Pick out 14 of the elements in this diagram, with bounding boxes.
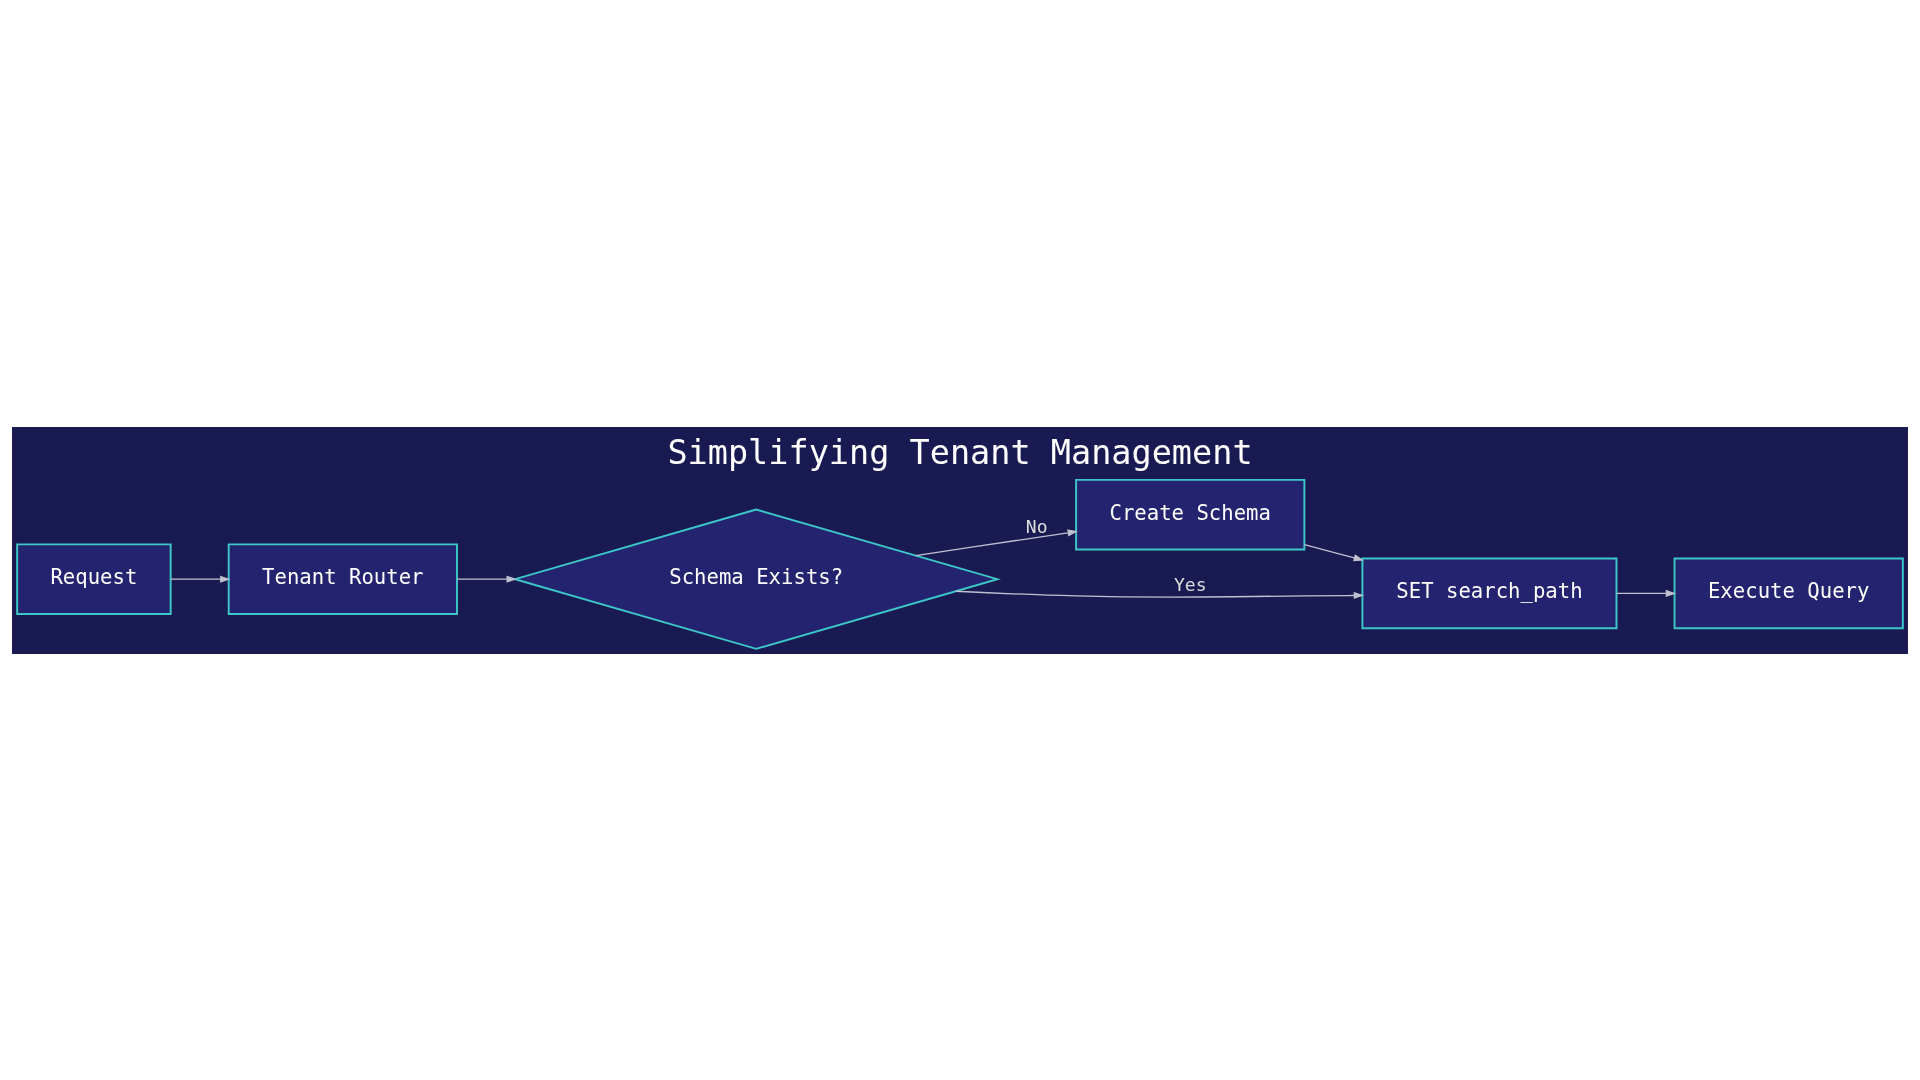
- arrow: [170, 575, 231, 583]
- node-box: SET search_path: [1361, 557, 1618, 629]
- arrow: [915, 528, 1078, 556]
- edge-label: Yes: [1173, 573, 1207, 595]
- arrow: [1303, 543, 1364, 561]
- node-box: Create Schema: [1075, 478, 1306, 550]
- arrow: [955, 590, 1365, 599]
- diagram-title: Simplifying Tenant Management: [667, 432, 1253, 472]
- edge-label: No: [1025, 515, 1048, 537]
- arrow: [1615, 589, 1677, 597]
- node-box: Execute Query: [1673, 557, 1904, 629]
- node-box: Tenant Router: [227, 542, 458, 615]
- node-box: Request: [16, 542, 172, 615]
- arrow: [456, 575, 517, 583]
